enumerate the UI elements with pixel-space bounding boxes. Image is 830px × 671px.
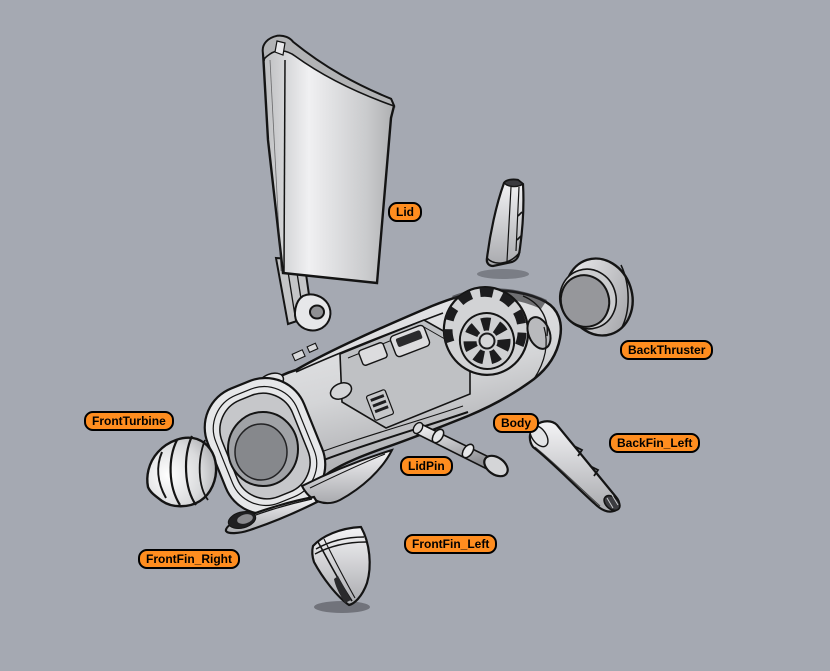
part-label-back-thruster[interactable]: BackThruster [620, 340, 714, 360]
part-front-fin-left[interactable] [311, 525, 371, 613]
part-lid-pin[interactable] [411, 421, 511, 481]
part-label-back-fin-left[interactable]: BackFin_Left [609, 433, 701, 453]
part-label-lid-pin[interactable]: LidPin [400, 456, 453, 476]
part-label-front-fin-left[interactable]: FrontFin_Left [404, 534, 498, 554]
part-back-fin-left[interactable] [526, 420, 622, 513]
part-label-lid[interactable]: Lid [388, 202, 422, 222]
part-lid[interactable] [261, 34, 396, 332]
body-front-opening [203, 376, 327, 516]
part-body[interactable] [192, 278, 563, 527]
body-turbine-grill [442, 286, 530, 376]
part-label-body[interactable]: Body [493, 413, 539, 433]
part-label-front-turbine[interactable]: FrontTurbine [84, 411, 174, 431]
part-back-fin-right[interactable] [477, 178, 529, 279]
part-label-front-fin-right[interactable]: FrontFin_Right [138, 549, 240, 569]
part-front-turbine[interactable] [146, 435, 218, 508]
part-front-fin-right[interactable] [224, 495, 319, 535]
part-back-thruster[interactable] [552, 250, 642, 345]
